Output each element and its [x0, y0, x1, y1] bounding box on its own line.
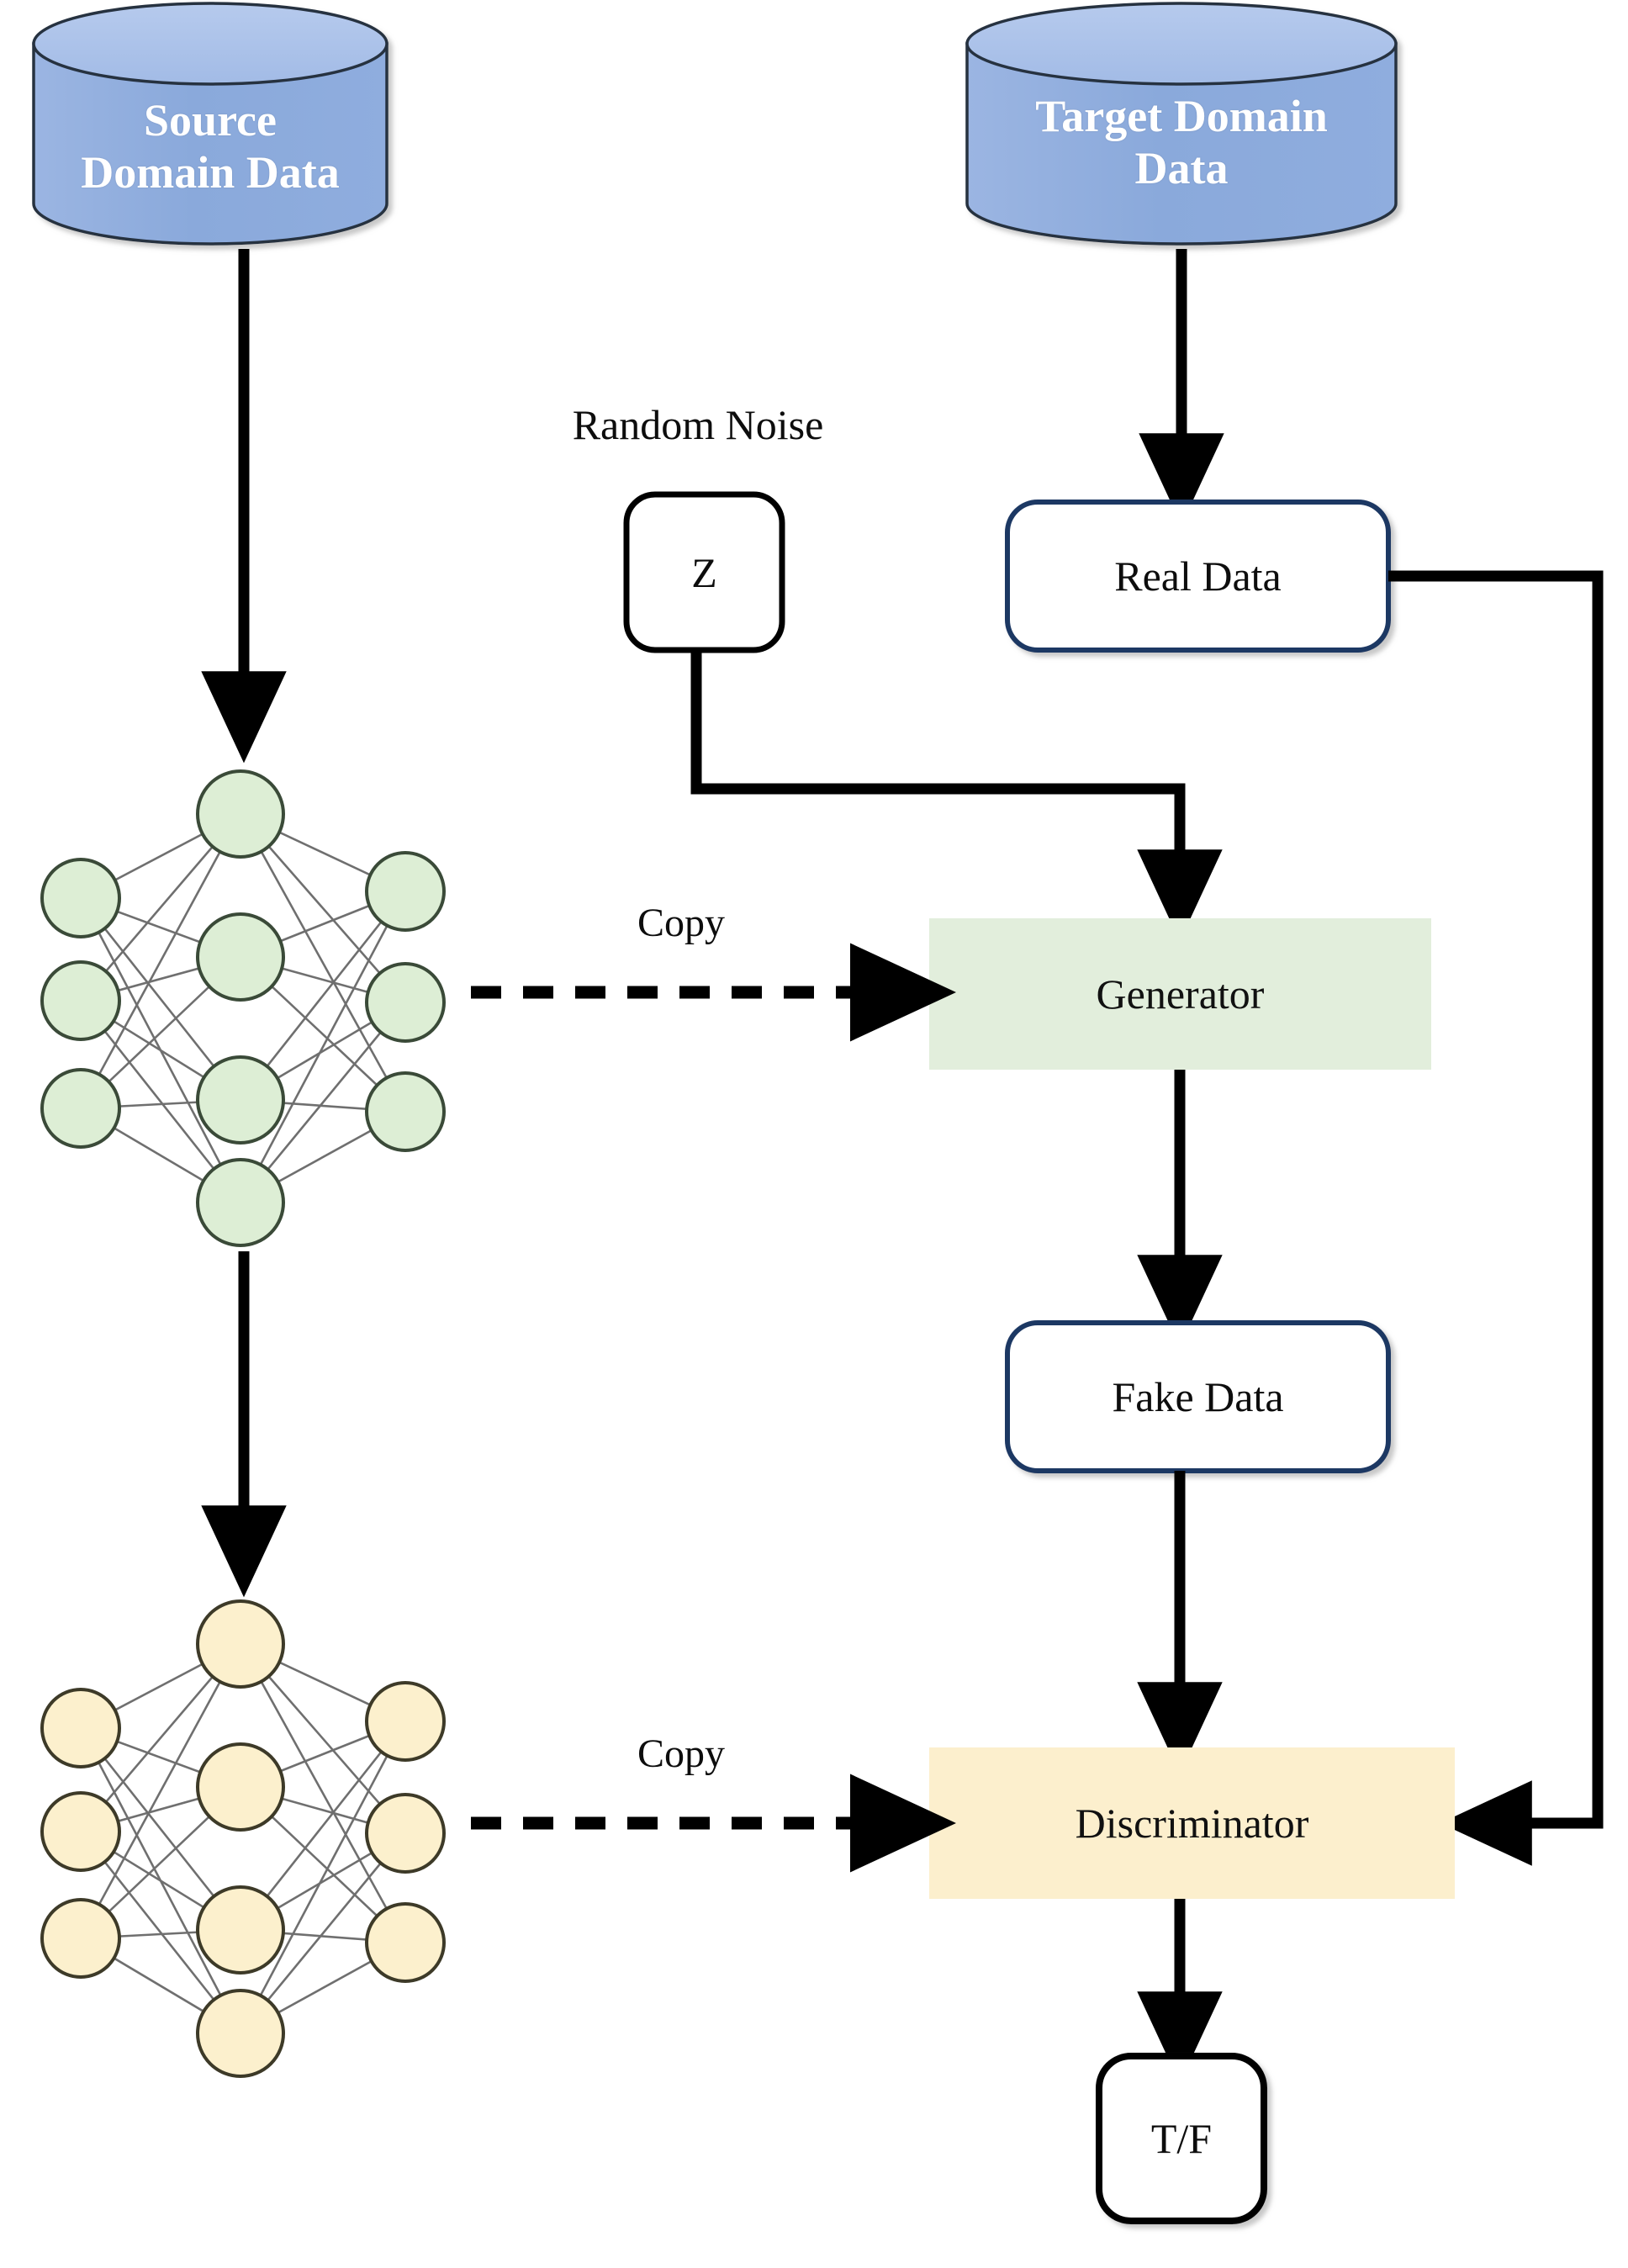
noise-z-box[interactable] [623, 491, 785, 653]
nn-node [196, 1599, 285, 1689]
source-domain-cylinder [32, 2, 388, 246]
discriminator-box[interactable] [929, 1747, 1455, 1899]
nn-node [365, 851, 446, 932]
source-neural-network [40, 769, 446, 1247]
target-domain-cylinder [965, 2, 1398, 246]
nn-node [40, 1068, 121, 1149]
edge-z-to-generator [690, 650, 1223, 942]
nn-node [365, 1681, 446, 1762]
generator-box[interactable] [929, 918, 1431, 1070]
nn-node [196, 1055, 285, 1145]
nn-node [365, 1902, 446, 1983]
nn-node [40, 960, 121, 1041]
nn-node [40, 1898, 121, 1979]
nn-node [365, 1793, 446, 1874]
nn-node [196, 1158, 285, 1247]
edge-realdata-to-discriminator [1388, 570, 1604, 1866]
nn-node [196, 1885, 285, 1975]
real-data-box[interactable] [1005, 500, 1391, 653]
output-tf-box[interactable] [1096, 2053, 1267, 2224]
fake-data-box[interactable] [1005, 1320, 1391, 1473]
nn-node [196, 769, 285, 859]
nn-node [40, 1688, 121, 1768]
nn-node [196, 1989, 285, 2078]
nn-node [40, 1791, 121, 1872]
nn-node [365, 1071, 446, 1152]
nn-node [196, 912, 285, 1002]
target-neural-network [40, 1599, 446, 2078]
nn-node [40, 858, 121, 938]
nn-node [365, 962, 446, 1043]
nn-node [196, 1742, 285, 1832]
